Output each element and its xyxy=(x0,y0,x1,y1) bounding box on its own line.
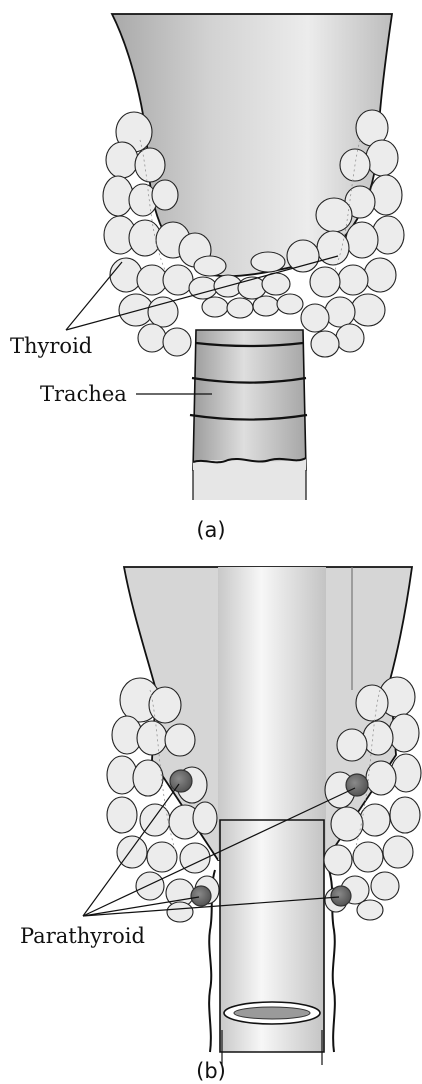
trachea-label: Trachea xyxy=(40,382,127,406)
parathyroid-lower-left xyxy=(191,886,211,906)
trachea-posterior xyxy=(209,820,335,1065)
panel-a: Thyroid Trachea (a) xyxy=(10,14,404,542)
parathyroid-upper-right xyxy=(346,774,368,796)
parathyroid-upper-left xyxy=(170,770,192,792)
parathyroid-label: Parathyroid xyxy=(20,924,145,948)
thyroid-label: Thyroid xyxy=(10,334,92,358)
trachea xyxy=(190,330,307,500)
trachea-callout: Trachea xyxy=(40,382,212,406)
caption-b: (b) xyxy=(196,1059,226,1083)
parathyroid-lower-right xyxy=(331,886,351,906)
caption-a: (a) xyxy=(196,518,225,542)
panel-b: Parathyroid (b) xyxy=(20,567,421,1083)
